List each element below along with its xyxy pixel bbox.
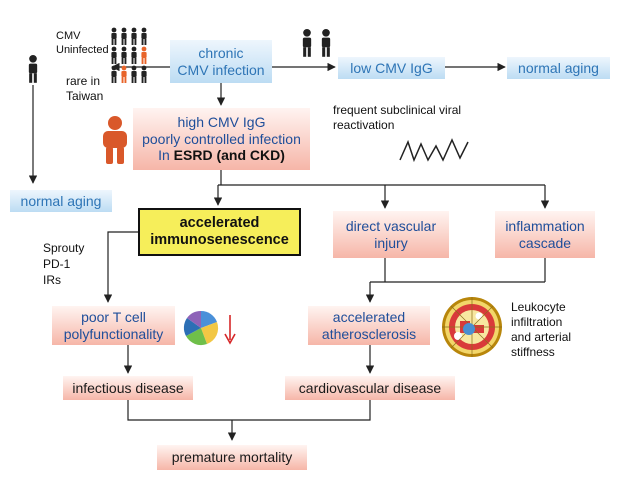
normal-aging-right-box: normal aging <box>507 57 610 79</box>
people-group-icon <box>111 27 147 83</box>
poor-t-cell-box: poor T cell polyfunctionality <box>52 306 175 345</box>
person-icon <box>28 54 38 83</box>
patient-person-icon <box>103 116 127 164</box>
leukocyte-line4: stiffness <box>511 345 555 359</box>
leukocyte-line3: and arterial <box>511 330 572 344</box>
vascular-injury-line1: direct vascular <box>345 217 437 234</box>
poor-t-cell-line2: polyfunctionality <box>63 325 164 342</box>
subclinical-line1: frequent subclinical viral <box>333 103 462 117</box>
leukocyte-infiltration-label: Leukocyte infiltration and arterial stif… <box>511 300 571 360</box>
inflammation-line2: cascade <box>518 234 572 251</box>
high-cmv-igg-box: high CMV IgG poorly controlled infection… <box>133 108 310 170</box>
vascular-injury-line2: injury <box>374 234 408 251</box>
inflammation-line1: inflammation <box>505 217 585 234</box>
rare-in-taiwan-line2: Taiwan <box>66 89 104 103</box>
high-cmv-line2: poorly controlled infection <box>142 130 301 147</box>
inflammation-cascade-box: inflammation cascade <box>495 211 595 258</box>
cardiovascular-disease-label: cardiovascular disease <box>298 379 442 396</box>
rare-in-taiwan-line1: rare in <box>66 74 101 88</box>
low-cmv-igg-label: low CMV IgG <box>350 59 433 76</box>
high-cmv-line3-bold: ESRD (and CKD) <box>173 147 285 164</box>
line-merge-bottom <box>127 400 371 421</box>
atherosclerosis-line1: accelerated <box>332 308 406 325</box>
premature-mortality-box: premature mortality <box>157 445 307 470</box>
leukocyte-line1: Leukocyte <box>511 300 566 314</box>
markers-line2: PD-1 <box>43 257 71 272</box>
leukocyte-line2: infiltration <box>511 315 563 329</box>
atherosclerosis-line2: atherosclerosis <box>321 325 417 342</box>
cardiovascular-disease-box: cardiovascular disease <box>285 376 455 400</box>
subclinical-reactivation-label: frequent subclinical viral reactivation <box>333 103 461 133</box>
chronic-cmv-infection-box: chronic CMV infection <box>170 40 272 83</box>
normal-aging-left-box: normal aging <box>10 190 112 212</box>
direct-vascular-injury-box: direct vascular injury <box>333 211 449 258</box>
premature-mortality-label: premature mortality <box>171 449 293 466</box>
pie-chart-icon <box>183 310 219 346</box>
immunosenescence-line1: accelerated <box>179 214 260 231</box>
arrow-immunosenescence-to-poor-t-cell <box>103 231 138 303</box>
chronic-cmv-line2: CMV infection <box>177 61 265 78</box>
high-cmv-line1: high CMV IgG <box>177 113 266 130</box>
inhibitory-markers-label: Sprouty PD-1 IRs <box>43 240 84 289</box>
chronic-cmv-line1: chronic <box>198 44 244 61</box>
rare-in-taiwan-label: rare in Taiwan <box>66 74 103 104</box>
immunosenescence-line2: immunosenescence <box>150 232 289 248</box>
high-cmv-line3: In ESRD (and CKD) <box>158 147 285 164</box>
connector-lines <box>28 62 550 441</box>
high-cmv-line3-prefix: In <box>158 147 174 164</box>
down-arrow-icon <box>224 315 236 345</box>
normal-aging-right-label: normal aging <box>518 59 599 76</box>
poor-t-cell-line1: poor T cell <box>81 308 146 325</box>
cmv-uninfected-label: CMV Uninfected <box>56 30 109 58</box>
cmv-uninfected-line2: Uninfected <box>56 43 109 56</box>
infectious-disease-label: infectious disease <box>72 379 184 396</box>
subclinical-line2: reactivation <box>333 118 395 132</box>
cmv-uninfected-line1: CMV <box>56 30 81 42</box>
low-cmv-igg-box: low CMV IgG <box>338 57 445 79</box>
artery-cross-section-icon <box>442 297 502 357</box>
accelerated-immunosenescence-box: accelerated immunosenescence <box>138 208 301 256</box>
person-pair-icon <box>302 28 331 57</box>
markers-line3: IRs <box>43 273 61 288</box>
zigzag-wave-icon <box>399 138 469 163</box>
normal-aging-left-label: normal aging <box>20 192 102 209</box>
markers-line1: Sprouty <box>43 241 85 255</box>
infectious-disease-box: infectious disease <box>63 376 193 400</box>
accelerated-atherosclerosis-box: accelerated atherosclerosis <box>308 306 430 345</box>
